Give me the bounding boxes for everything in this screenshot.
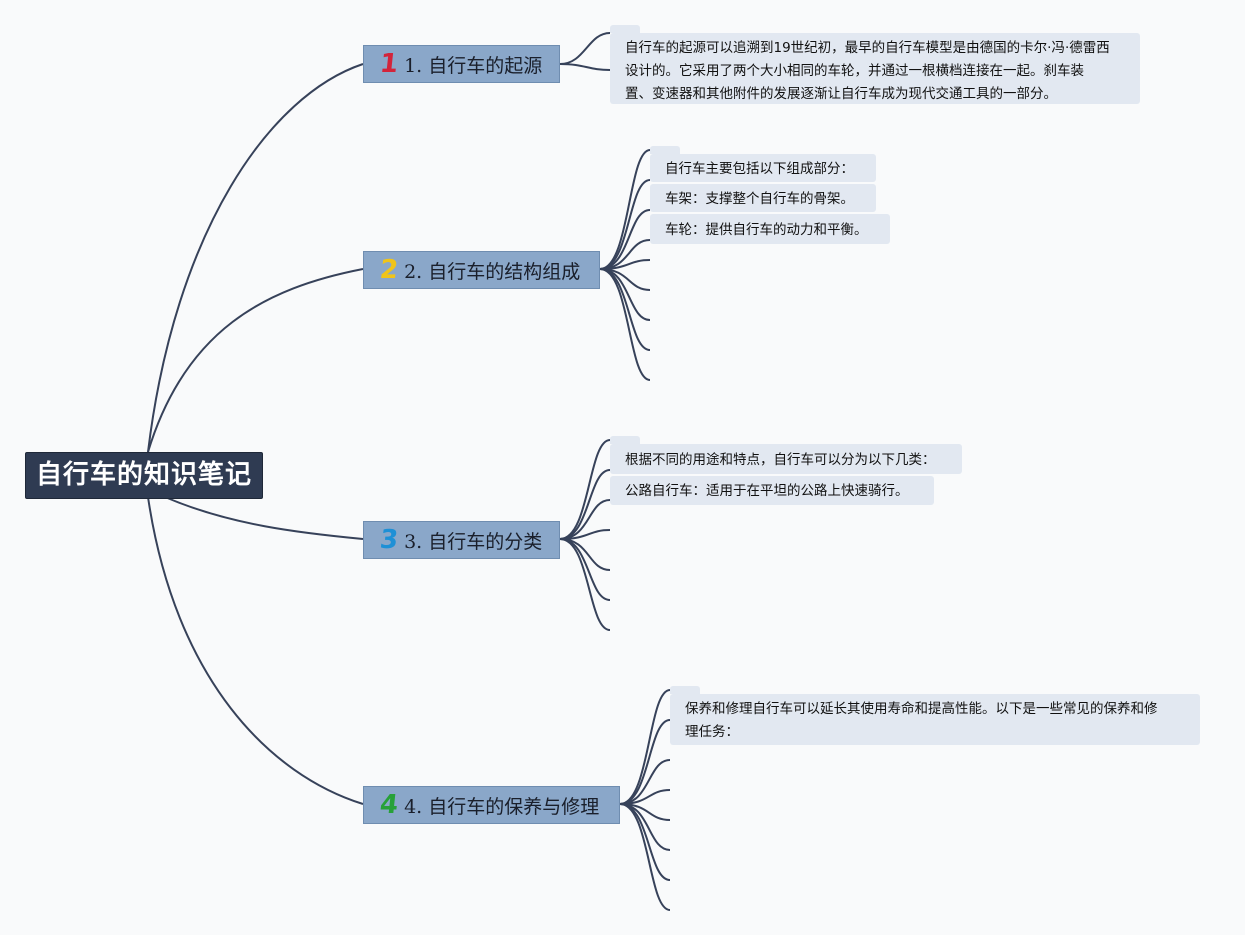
link-topic-4-branch [619,689,671,805]
note-origin[interactable]: 自行车的起源可以追溯到19世纪初，最早的自行车模型是由德国的卡尔·冯·德雷西 设… [610,33,1140,104]
topic-label: 1. 自行车的起源 [404,54,543,77]
link-topic-2-branch [599,209,651,270]
topic-label: 2. 自行车的结构组成 [404,260,581,283]
note-line: 自行车的起源可以追溯到19世纪初，最早的自行车模型是由德国的卡尔·冯·德雷西 [625,40,1110,56]
link-topic-2-branch [599,179,651,270]
link-root-topic-1 [147,63,364,453]
note-line: 设计的。它采用了两个大小相同的车轮，并通过一根横档连接在一起。刹车装 [625,63,1084,79]
link-root-topic-2 [147,268,364,453]
note-text: 车轮：提供自行车的动力和平衡。 [665,222,868,238]
topic-structure[interactable]: 2 2. 自行车的结构组成 [363,251,600,289]
note-text: 车架：支撑整个自行车的骨架。 [665,191,854,207]
link-topic-4-branch [619,719,671,805]
link-topic-3-branch [559,538,611,631]
note-structure-frame[interactable]: 车架：支撑整个自行车的骨架。 [650,184,876,212]
note-classification-intro[interactable]: 根据不同的用途和特点，自行车可以分为以下几类： [610,444,962,474]
link-topic-4-branch [619,759,671,805]
link-topic-3-branch [559,439,611,540]
note-tab [610,436,640,444]
link-topic-1-branch [559,32,611,65]
root-topic[interactable]: 自行车的知识笔记 [25,452,263,499]
link-topic-3-branch [559,538,611,571]
topic-origin[interactable]: 1 1. 自行车的起源 [363,45,560,83]
note-line: 置、变速器和其他附件的发展逐渐让自行车成为现代交通工具的一部分。 [625,86,1057,102]
note-structure-intro[interactable]: 自行车主要包括以下组成部分： [650,154,876,182]
link-root-topic-3 [164,496,364,540]
link-topic-3-branch [559,469,611,540]
note-tab [650,146,680,154]
link-topic-2-branch [599,268,651,381]
topic-label: 4. 自行车的保养与修理 [404,795,600,818]
note-tab [670,686,700,694]
link-topic-2-branch [599,149,651,270]
note-structure-wheel[interactable]: 车轮：提供自行车的动力和平衡。 [650,214,890,244]
note-text: 根据不同的用途和特点，自行车可以分为以下几类： [625,452,936,468]
note-line: 保养和修理自行车可以延长其使用寿命和提高性能。以下是一些常见的保养和修 [685,701,1158,717]
link-root-topic-4 [147,496,364,805]
note-classification-road[interactable]: 公路自行车：适用于在平坦的公路上快速骑行。 [610,476,934,505]
note-text: 公路自行车：适用于在平坦的公路上快速骑行。 [625,483,909,499]
link-topic-3-branch [559,499,611,540]
note-text: 自行车主要包括以下组成部分： [665,161,854,177]
topic-label: 3. 自行车的分类 [404,530,543,553]
note-tab [610,25,640,33]
priority-4-icon: 4 [378,790,400,820]
priority-3-icon: 3 [378,525,400,555]
link-topic-1-branch [559,63,611,71]
topic-maintenance[interactable]: 4 4. 自行车的保养与修理 [363,786,620,824]
priority-1-icon: 1 [378,49,400,79]
note-line: 理任务： [685,724,739,740]
note-maintenance[interactable]: 保养和修理自行车可以延长其使用寿命和提高性能。以下是一些常见的保养和修 理任务： [670,694,1200,745]
link-topic-4-branch [619,803,671,911]
priority-2-icon: 2 [378,255,400,285]
root-title: 自行车的知识笔记 [35,460,252,490]
topic-classification[interactable]: 3 3. 自行车的分类 [363,521,560,559]
